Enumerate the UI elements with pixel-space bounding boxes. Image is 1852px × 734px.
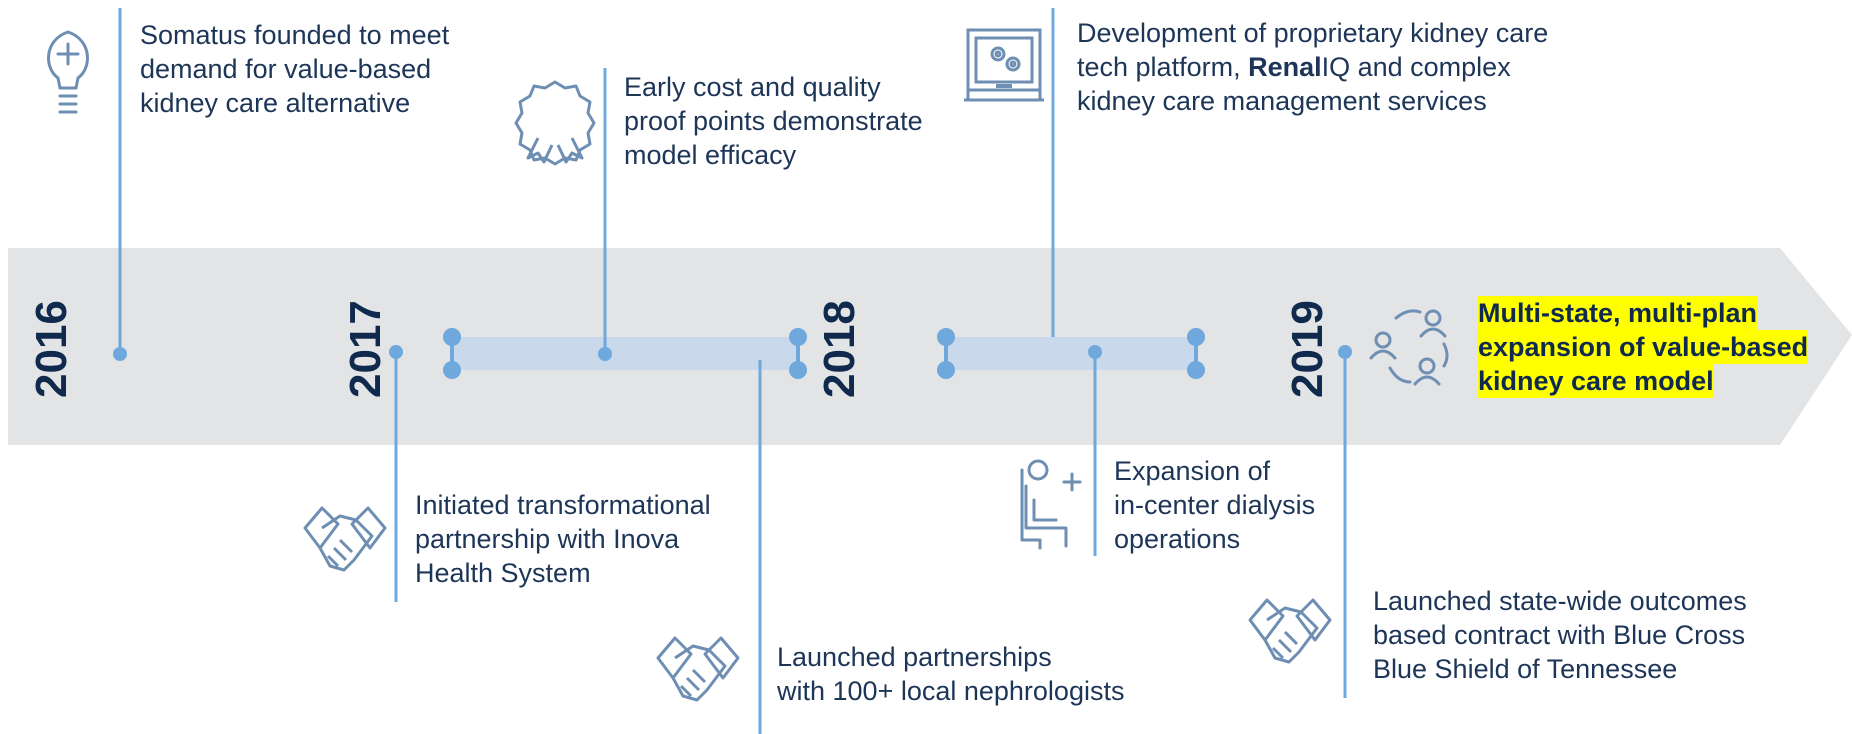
people-cycle-icon (1369, 309, 1449, 386)
renaliq-brand: Renal (1248, 52, 1322, 82)
segment-2018-2019 (946, 337, 1196, 370)
computer-monitor-gears-icon (964, 28, 1044, 102)
lightbulb-icon (47, 30, 89, 114)
event-proof-points-text: Early cost and quality proof points demo… (624, 72, 923, 170)
event-founded-text: Somatus founded to meet demand for value… (140, 20, 450, 118)
segment-2017-2018 (452, 337, 798, 370)
year-label-2017: 2017 (341, 300, 390, 398)
event-bcbs-text: Launched state-wide outcomes based contr… (1373, 586, 1747, 684)
event-platform-text: Development of proprietary kidney care t… (1077, 18, 1549, 116)
year-label-2019: 2019 (1283, 300, 1332, 398)
year-label-2016: 2016 (27, 300, 76, 398)
connector-lines (118, 8, 1347, 734)
handshake-icon (1248, 598, 1332, 664)
handshake-icon (303, 506, 387, 572)
year-label-2018: 2018 (815, 300, 864, 398)
event-nephrologists-text: Launched partnerships with 100+ local ne… (777, 642, 1125, 706)
segment-markers (443, 328, 1205, 379)
event-dialysis-text: Expansion of in-center dialysis operatio… (1114, 456, 1316, 554)
ribbon-award-icon (514, 80, 596, 166)
event-expansion-highlight: Multi-state, multi-plan expansion of val… (1478, 296, 1809, 398)
handshake-icon (656, 636, 740, 702)
timeline-band (8, 248, 1852, 445)
event-inova-text: Initiated transformational partnership w… (415, 490, 711, 588)
patient-chair-plus-icon (1020, 459, 1082, 550)
connector-dots (113, 345, 1352, 361)
